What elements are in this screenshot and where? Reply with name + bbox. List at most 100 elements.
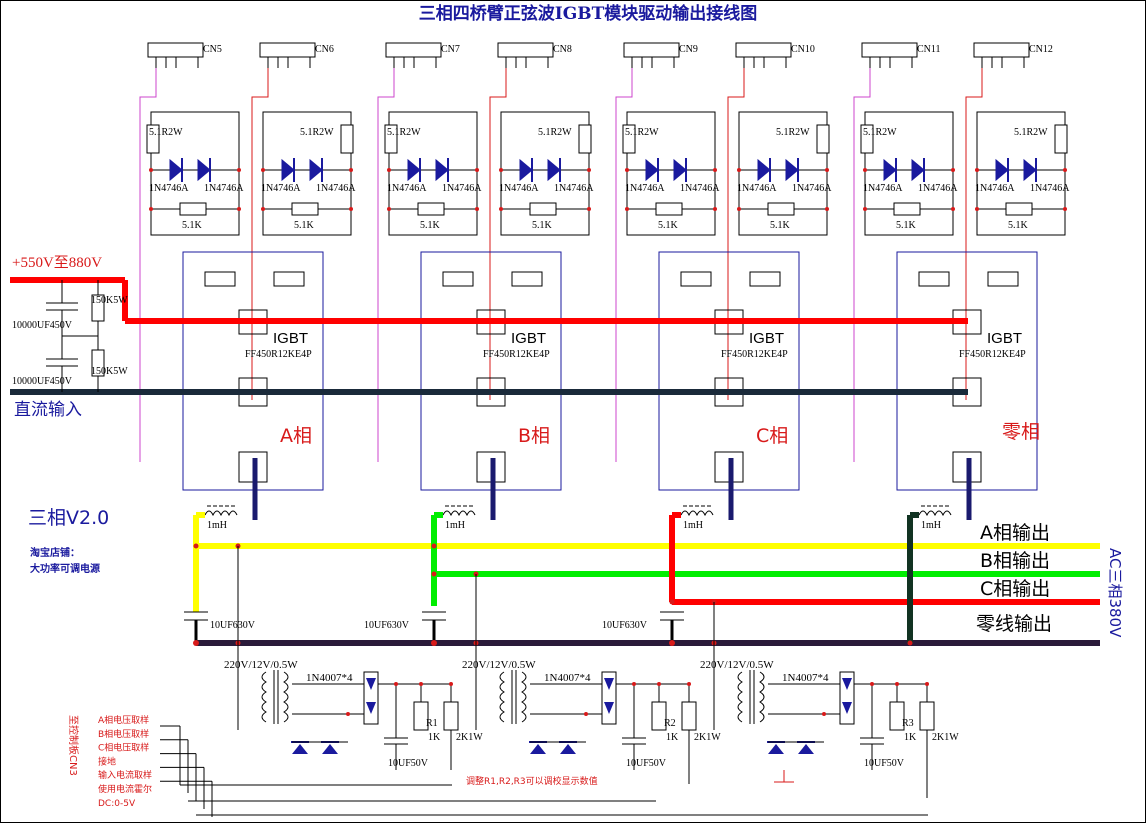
bottom-resistor-label: 5.1K xyxy=(532,220,553,231)
sense-resistor-label: R2 xyxy=(664,718,676,729)
gate-resistor-label: 5.1R2W xyxy=(387,127,421,138)
gate-resistor-label: 5.1R2W xyxy=(149,127,183,138)
zener-diode-icon xyxy=(309,158,323,182)
gate-resistor-label: 5.1R2W xyxy=(300,127,334,138)
zener-label: 1N4746A xyxy=(1030,183,1070,194)
rectifier-diode-icon xyxy=(604,678,614,690)
sense-resistor-label: R1 xyxy=(426,718,438,729)
rectifier-diode-icon xyxy=(842,678,852,690)
diode-icon xyxy=(768,744,784,754)
signal-label: DC:0-5V xyxy=(98,799,136,809)
zener-diode-icon xyxy=(1023,158,1037,182)
signal-label: 输入电流取样 xyxy=(98,769,152,781)
filter-cap-label: 10UF50V xyxy=(864,758,905,769)
output-capacitor: 10UF630V xyxy=(364,611,446,646)
rectifier-diode-icon xyxy=(842,702,852,714)
diode-icon xyxy=(798,744,814,754)
igbt-label: IGBT xyxy=(511,330,546,347)
transformer-label: 220V/12V/0.5W xyxy=(462,659,536,671)
ac-output-label: AC三相380V xyxy=(1106,548,1124,638)
connector-label: CN10 xyxy=(791,44,815,55)
phase-label: B相 xyxy=(518,425,550,447)
input-capacitor-bank xyxy=(46,280,105,392)
zener-diode-icon xyxy=(435,158,449,182)
signal-label: 接地 xyxy=(98,755,116,767)
inductor-icon xyxy=(918,510,952,517)
output-capacitor: 10UF630V xyxy=(184,611,256,646)
filter-cap-label: 10UF50V xyxy=(626,758,667,769)
inductor-label: 1mH xyxy=(921,520,941,531)
phase-label: C相 xyxy=(756,425,788,447)
zener-label: 1N4746A xyxy=(737,183,777,194)
zener-label: 1N4746A xyxy=(863,183,903,194)
zener-diode-icon xyxy=(645,158,659,182)
calibration-note: 调整R1,R2,R3可以调校显示数值 xyxy=(466,775,598,787)
zener-diode-icon xyxy=(407,158,421,182)
connector-label: CN11 xyxy=(917,44,941,55)
gate-resistor-label: 5.1R2W xyxy=(1014,127,1048,138)
rectifier-diode-icon xyxy=(604,702,614,714)
bottom-resistor-label: 5.1K xyxy=(896,220,917,231)
bridge-label: 1N4007*4 xyxy=(782,672,829,684)
output-cap-label: 10UF630V xyxy=(210,620,256,631)
zener-label: 1N4746A xyxy=(680,183,720,194)
gate-resistor-label: 5.1R2W xyxy=(538,127,572,138)
zener-label: 1N4746A xyxy=(442,183,482,194)
igbt-model: FF450R12KE4P xyxy=(245,349,312,360)
connector-label: CN9 xyxy=(679,44,698,55)
transformer-icon xyxy=(261,671,267,723)
sense-resistor-value: 1K xyxy=(666,732,679,743)
inductor-label: 1mH xyxy=(207,520,227,531)
input-voltage-label: +550V至880V xyxy=(12,255,102,271)
diode-icon xyxy=(560,744,576,754)
bridge-label: 1N4007*4 xyxy=(306,672,353,684)
connector-label: CN12 xyxy=(1029,44,1053,55)
zener-diode-icon xyxy=(197,158,211,182)
zener-label: 1N4746A xyxy=(204,183,244,194)
connector-label: CN7 xyxy=(441,44,460,55)
bottom-resistor-label: 5.1K xyxy=(294,220,315,231)
output-capacitor: 10UF630V xyxy=(602,611,684,646)
bottom-resistor-label: 5.1K xyxy=(1008,220,1029,231)
a-phase-output-label: A相输出 xyxy=(980,522,1050,544)
sense-resistor-value2: 2K1W xyxy=(694,732,721,743)
zener-diode-icon xyxy=(547,158,561,182)
igbt-model: FF450R12KE4P xyxy=(959,349,1026,360)
zener-label: 1N4746A xyxy=(261,183,301,194)
diode-icon xyxy=(322,744,338,754)
output-cap-label: 10UF630V xyxy=(364,620,410,631)
zener-diode-icon xyxy=(757,158,771,182)
connector-label: CN8 xyxy=(553,44,572,55)
diagram-title: 三相四桥臂正弦波IGBT模块驱动输出接线图 xyxy=(419,3,758,24)
c-phase-output-label: C相输出 xyxy=(980,578,1050,600)
inductor-icon xyxy=(680,510,714,517)
sense-resistor-value2: 2K1W xyxy=(932,732,959,743)
transformer-label: 220V/12V/0.5W xyxy=(224,659,298,671)
phase-label: 零相 xyxy=(1002,421,1040,443)
input-res1-label: 150K5W xyxy=(91,295,128,306)
zener-diode-icon xyxy=(169,158,183,182)
transformer-icon xyxy=(737,671,743,723)
inductor-icon xyxy=(204,510,238,517)
zener-diode-icon xyxy=(281,158,295,182)
shop-label: 淘宝店铺： xyxy=(30,546,80,559)
driver-module: CN12 5.1R2W 1N4746A 1N4746A 5.1K xyxy=(965,42,1070,400)
zener-label: 1N4746A xyxy=(975,183,1015,194)
zener-diode-icon xyxy=(673,158,687,182)
input-cap1-label: 10000UF450V xyxy=(12,320,73,331)
zener-diode-icon xyxy=(785,158,799,182)
inductor-label: 1mH xyxy=(445,520,465,531)
rectifier-diode-icon xyxy=(366,678,376,690)
bottom-resistor-label: 5.1K xyxy=(770,220,791,231)
zener-label: 1N4746A xyxy=(149,183,189,194)
transformer-icon xyxy=(499,671,505,723)
zener-diode-icon xyxy=(911,158,925,182)
